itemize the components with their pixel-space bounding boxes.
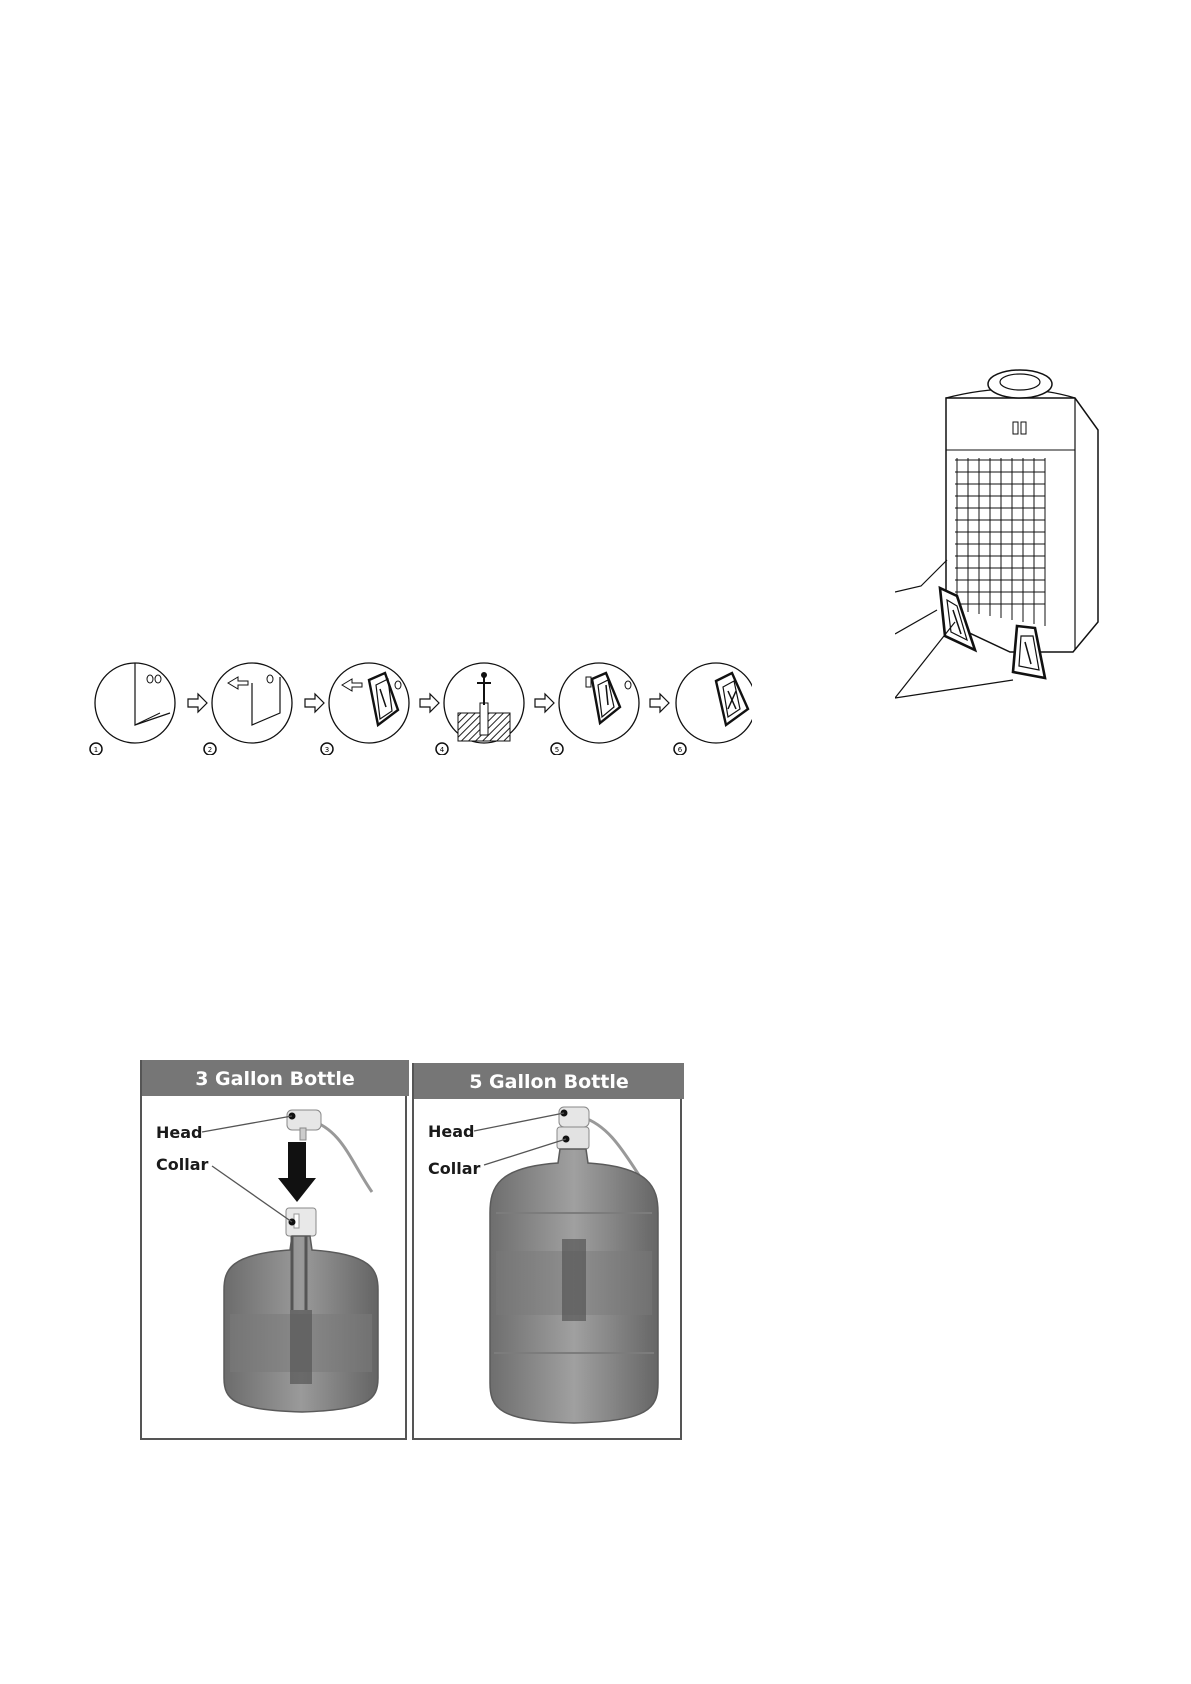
panel-title: 3 Gallon Bottle — [195, 1068, 355, 1090]
step-1-circle — [94, 662, 176, 744]
step-6-number: 6 — [673, 742, 687, 755]
head-label: Head — [156, 1123, 203, 1142]
step-2-number: 2 — [203, 742, 217, 755]
svg-text:4: 4 — [440, 746, 445, 754]
arrow-down-icon — [278, 1142, 316, 1202]
arrow-icon — [534, 692, 555, 714]
arrow-icon — [419, 692, 440, 714]
step-2-circle — [211, 662, 293, 744]
panel-3-gallon-bottle: 3 Gallon Bottle Head Collar — [140, 1060, 409, 1440]
installation-steps-diagram: 1 2 3 — [80, 655, 760, 755]
svg-text:3: 3 — [325, 746, 329, 754]
step-5-circle — [558, 662, 640, 744]
dispenser-svg — [895, 369, 1099, 699]
bottle-5-gallon-svg: 5 Gallon Bottle Head Collar — [414, 1063, 684, 1424]
svg-text:2: 2 — [208, 746, 212, 754]
step-5-number: 5 — [550, 742, 564, 755]
leveling-bracket-right — [1011, 624, 1047, 680]
steps-svg: 1 2 3 — [89, 662, 752, 755]
dispenser-illustration — [895, 360, 1115, 715]
arrow-icon — [304, 692, 325, 714]
panel-title-bar — [414, 1063, 684, 1099]
collar-label: Collar — [156, 1155, 209, 1174]
bottle-3-gallon-svg: 3 Gallon Bottle Head Collar — [142, 1060, 409, 1413]
arrow-icon — [187, 692, 208, 714]
head-label: Head — [428, 1122, 475, 1141]
panel-5-gallon-bottle: 5 Gallon Bottle Head Collar — [412, 1063, 684, 1440]
collar-label: Collar — [428, 1159, 481, 1178]
step-1-number: 1 — [89, 742, 103, 755]
leveling-bracket-left — [938, 585, 978, 653]
step-3-circle — [328, 662, 410, 744]
step-4-number: 4 — [435, 742, 449, 755]
svg-text:5: 5 — [555, 746, 559, 754]
arrow-icon — [649, 692, 670, 714]
dispenser-grille — [955, 458, 1046, 626]
svg-text:6: 6 — [678, 746, 683, 754]
panel-title: 5 Gallon Bottle — [469, 1071, 629, 1093]
callout-lines — [895, 559, 1014, 699]
step-3-number: 3 — [320, 742, 334, 755]
step-6-circle — [675, 662, 752, 744]
panel-title-bar — [142, 1060, 409, 1096]
svg-text:1: 1 — [94, 746, 98, 754]
bottle-collar — [556, 1126, 590, 1150]
step-4-circle — [443, 662, 525, 744]
